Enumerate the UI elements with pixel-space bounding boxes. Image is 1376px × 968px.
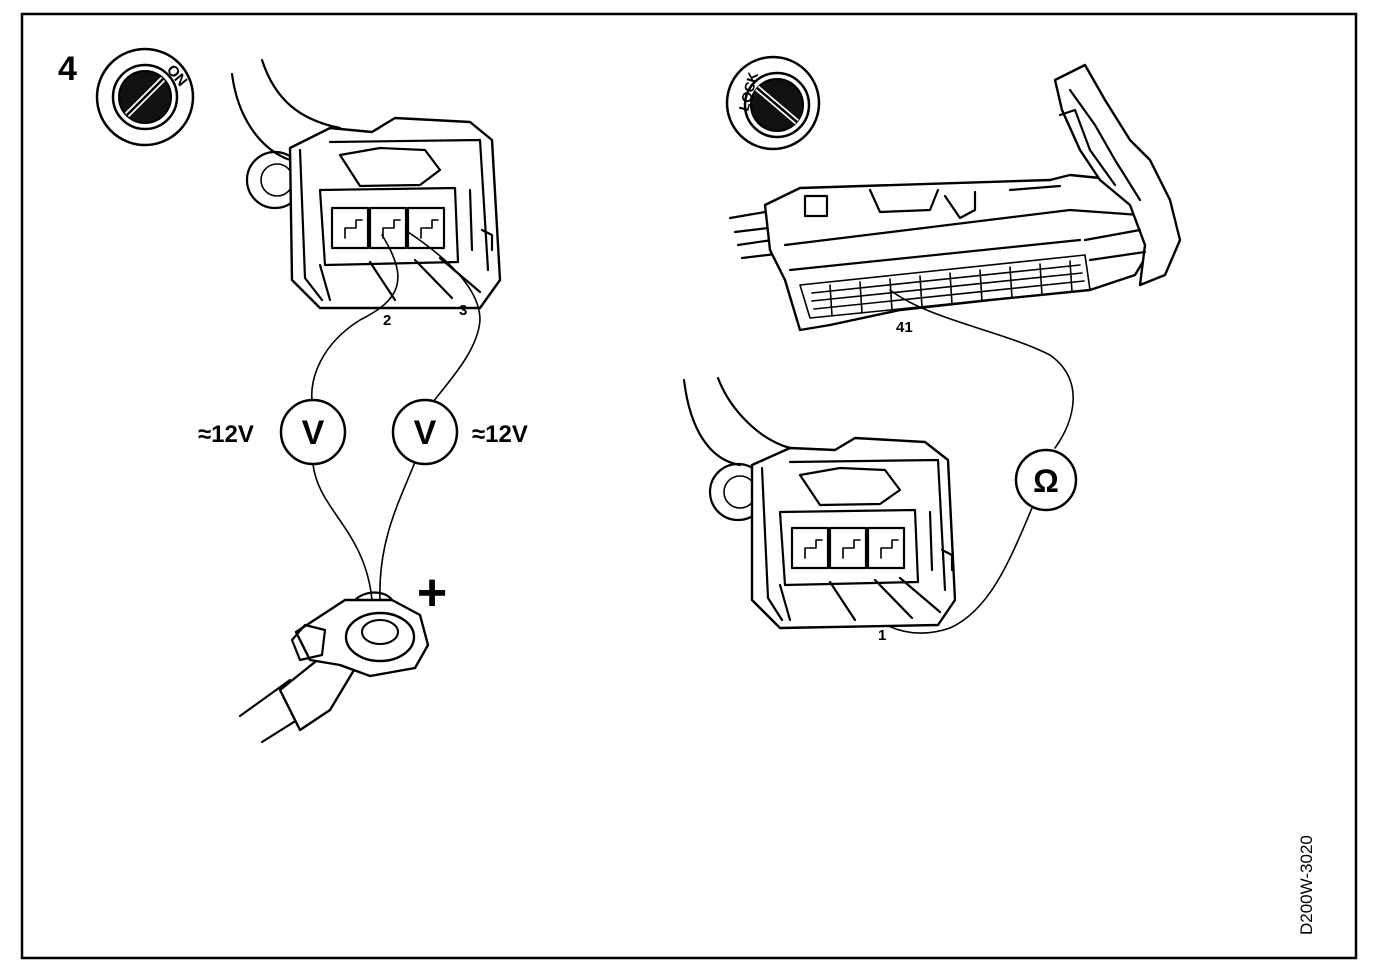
pin-label-2: 2 [383,312,391,329]
ecu-pin-grid [799,254,1091,319]
left-cable [230,72,292,162]
voltmeter-right-symbol: V [414,414,437,452]
ignition-switch-lock-icon: LOCK [725,55,821,151]
pin-label-3: 3 [459,302,467,319]
right-panel: LOCK 41 [682,55,1182,644]
voltage-reading-right: ≈12V [472,421,528,448]
connector-pin-label-1: 1 [878,627,886,644]
probe-wire-ecu [889,289,1074,449]
battery-terminal [238,591,430,744]
voltmeter-right: V [391,398,459,466]
voltage-reading-left: ≈12V [198,421,254,448]
sensor-connector-right [750,436,957,630]
reference-code: D200W-3020 [1297,835,1316,935]
voltmeter-left: V [279,398,347,466]
ohmmeter-symbol: Ω [1033,463,1059,499]
ignition-switch-on-icon: ON [95,47,195,147]
page-border [20,12,1358,960]
probe-wire-pin2 [310,234,399,401]
sensor-connector-left [288,116,502,310]
ecu-plug [728,63,1182,332]
step-number: 4 [58,50,77,88]
voltmeter-left-symbol: V [302,414,325,452]
probe-wire-pin3 [407,231,481,403]
ecu-pin-label-41: 41 [896,319,913,336]
left-panel: ON 2 3 [95,47,528,744]
ohmmeter: Ω [1014,448,1078,512]
polarity-symbol: + [417,564,447,622]
